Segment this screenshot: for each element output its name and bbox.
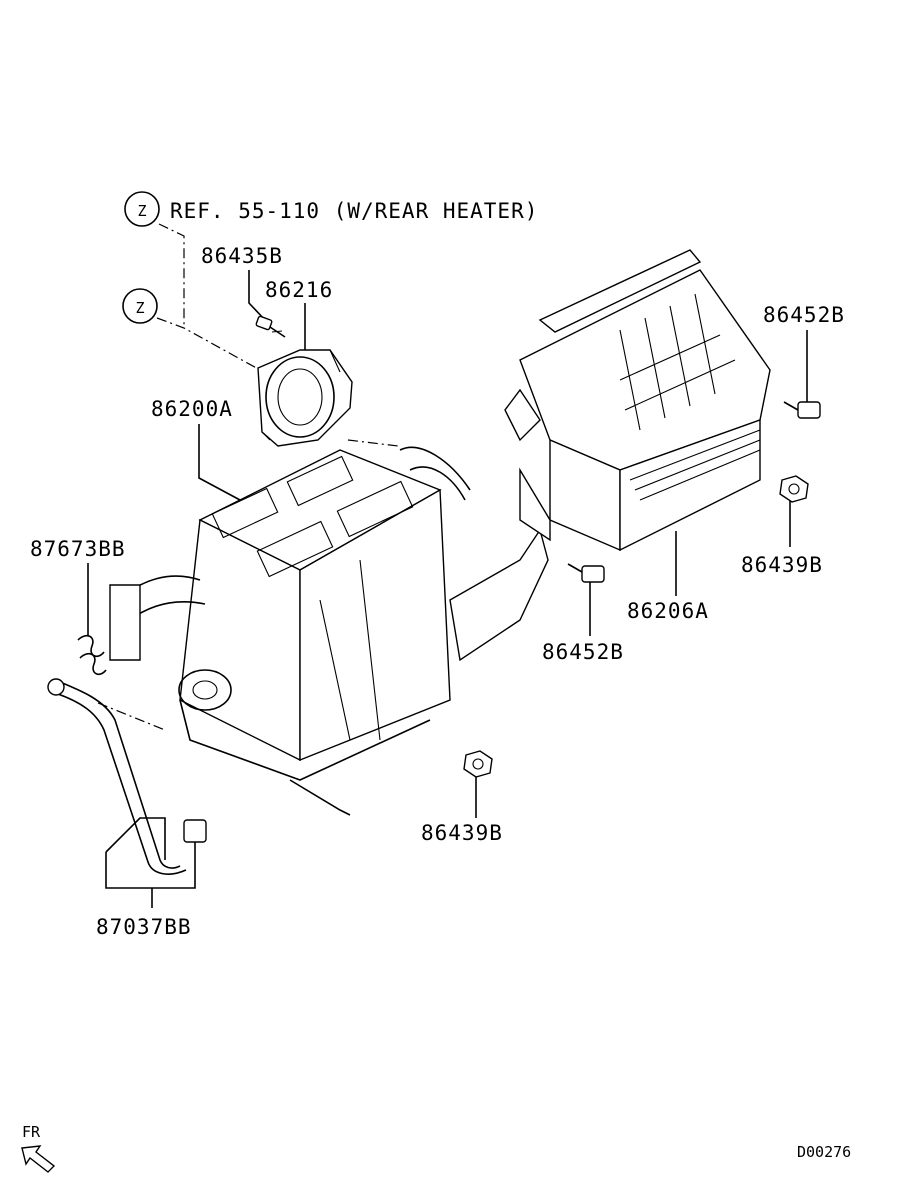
nut-86439B-bottom[interactable]: [463, 750, 493, 778]
label-86206A[interactable]: 86206A: [627, 599, 709, 623]
blower-unit-86206A[interactable]: [504, 249, 771, 552]
label-86452B-top[interactable]: 86452B: [763, 303, 845, 327]
label-86452B-mid[interactable]: 86452B: [542, 640, 624, 664]
clip-87673BB[interactable]: [77, 634, 107, 676]
ref-marker-lower[interactable]: Z: [122, 288, 158, 324]
label-86200A[interactable]: 86200A: [151, 397, 233, 421]
bolt-86452B-mid[interactable]: [567, 563, 605, 583]
drawing-code: D00276: [797, 1143, 851, 1161]
nut-86439B-right[interactable]: [779, 475, 809, 503]
bolt-86452B-top[interactable]: [783, 401, 821, 419]
label-86435B[interactable]: 86435B: [201, 244, 283, 268]
screw-86435B[interactable]: [255, 315, 286, 338]
ref-marker-top-letter: Z: [137, 202, 146, 220]
label-86439B-bottom[interactable]: 86439B: [421, 821, 503, 845]
label-87037BB[interactable]: 87037BB: [96, 915, 192, 939]
front-arrow-icon: [21, 1145, 56, 1173]
ref-marker-lower-letter: Z: [135, 299, 144, 317]
ref-text: REF. 55-110 (W/REAR HEATER): [170, 199, 538, 223]
hose-87037BB[interactable]: [47, 678, 207, 875]
label-86439B-right[interactable]: 86439B: [741, 553, 823, 577]
heater-unit-86200A[interactable]: [109, 446, 549, 816]
adapter-86216[interactable]: [257, 349, 353, 447]
label-86216[interactable]: 86216: [265, 278, 333, 302]
leader-lines: [87, 270, 808, 908]
front-direction-marker: FR: [21, 1123, 56, 1173]
ref-leader-diagonal: [156, 317, 261, 371]
ref-leader-vertical: [158, 223, 185, 328]
ref-marker-top[interactable]: Z: [124, 191, 160, 227]
front-label: FR: [22, 1123, 41, 1141]
label-87673BB[interactable]: 87673BB: [30, 537, 126, 561]
